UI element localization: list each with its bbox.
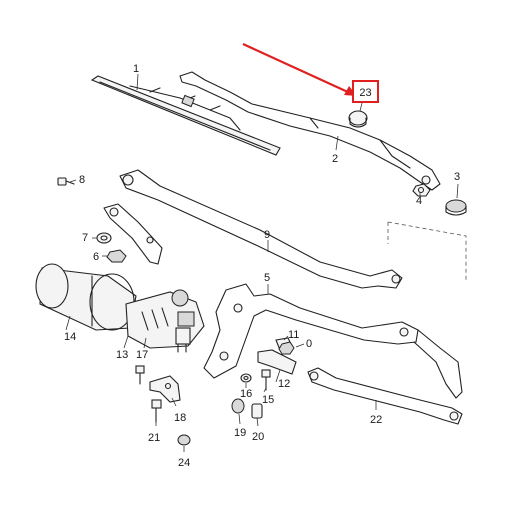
callout-8: 8 xyxy=(79,174,85,186)
callout-12: 12 xyxy=(278,378,290,390)
nut-6[interactable] xyxy=(106,249,127,263)
callout-15: 15 xyxy=(262,394,274,406)
connecting-rod-upper[interactable] xyxy=(119,169,403,289)
callout-22: 22 xyxy=(370,414,382,426)
connector-17[interactable] xyxy=(175,327,191,353)
arm-nut[interactable] xyxy=(412,183,431,197)
screw-left[interactable] xyxy=(135,365,145,385)
cap-24[interactable] xyxy=(177,434,191,446)
callout-5: 5 xyxy=(264,272,270,284)
wiper-motor[interactable] xyxy=(35,263,137,331)
connecting-rod-lower[interactable] xyxy=(307,367,463,425)
nut-cap[interactable] xyxy=(445,199,467,216)
callout-2: 2 xyxy=(332,153,338,165)
wiper-arm[interactable] xyxy=(179,71,441,191)
bushing-7[interactable] xyxy=(96,232,112,244)
grommet-19[interactable] xyxy=(231,398,245,414)
bracket-18[interactable] xyxy=(149,375,181,403)
highlight-box[interactable] xyxy=(352,80,379,103)
arm-cap[interactable] xyxy=(348,110,368,128)
callout-21: 21 xyxy=(148,432,160,444)
callout-3: 3 xyxy=(454,171,460,183)
bracket-12[interactable] xyxy=(257,349,297,375)
callout-4: 4 xyxy=(416,195,422,207)
callout-23[interactable]: 23 xyxy=(359,87,371,99)
callout-18: 18 xyxy=(174,412,186,424)
mounting-frame[interactable] xyxy=(203,283,463,399)
callout-11: 11 xyxy=(288,329,299,341)
bolt-15[interactable] xyxy=(261,369,271,391)
callout-16: 16 xyxy=(240,388,252,400)
linkage-bracket-left[interactable] xyxy=(103,203,163,265)
screw-8[interactable] xyxy=(57,177,75,186)
callout-24: 24 xyxy=(178,457,190,469)
callout-20: 20 xyxy=(252,431,264,443)
callout-1: 1 xyxy=(133,63,139,75)
callout-14: 14 xyxy=(64,331,76,343)
callout-6: 6 xyxy=(93,251,99,263)
callout-9: 9 xyxy=(264,229,270,241)
spacer-20[interactable] xyxy=(251,403,263,419)
callout-17: 17 xyxy=(136,349,148,361)
callout-19: 19 xyxy=(234,427,246,439)
bolt-21[interactable] xyxy=(151,399,162,423)
wiper-blade[interactable] xyxy=(90,75,281,156)
nut-10[interactable] xyxy=(278,341,295,355)
motor-gearbox[interactable] xyxy=(125,289,205,349)
washer-16[interactable] xyxy=(240,373,252,383)
callout-10: 0 xyxy=(306,338,312,350)
highlight-arrow xyxy=(242,42,357,96)
callout-13: 13 xyxy=(116,349,128,361)
callout-7: 7 xyxy=(82,232,88,244)
